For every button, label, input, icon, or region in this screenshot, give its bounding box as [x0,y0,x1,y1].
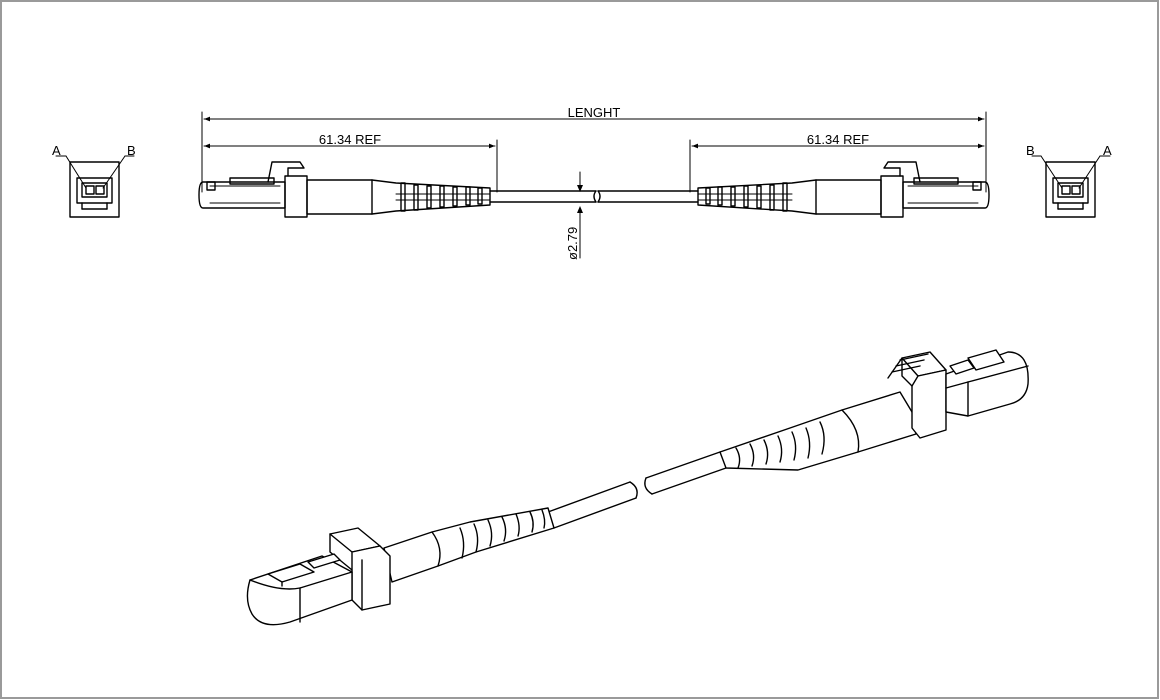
iso-right-connector [719,349,1029,471]
left-ref-label: 61.34 REF [319,132,381,147]
right-label-a: A [1103,143,1112,158]
dimension-lines [201,111,987,193]
diameter-label: ø2.79 [565,227,580,260]
overall-length-label: LENGHT [568,105,621,120]
side-view-left-connector [198,161,597,218]
right-ref-label: 61.34 REF [807,132,869,147]
isometric-view [246,349,1029,626]
left-label-a: A [52,143,61,158]
side-view-right-connector [597,161,990,218]
diameter-dimension [577,171,583,259]
iso-left-connector [246,507,555,626]
left-label-b: B [127,143,136,158]
right-label-b: B [1026,143,1035,158]
iso-right-clip-ridges [891,353,929,373]
left-boot-slots [395,182,491,212]
iso-cable-right [644,451,727,495]
left-end-view [55,155,135,218]
iso-cable-left [547,481,638,529]
iso-right-boot-ribs [735,421,825,469]
right-end-view [1031,155,1111,218]
iso-left-boot-ribs [459,509,546,559]
